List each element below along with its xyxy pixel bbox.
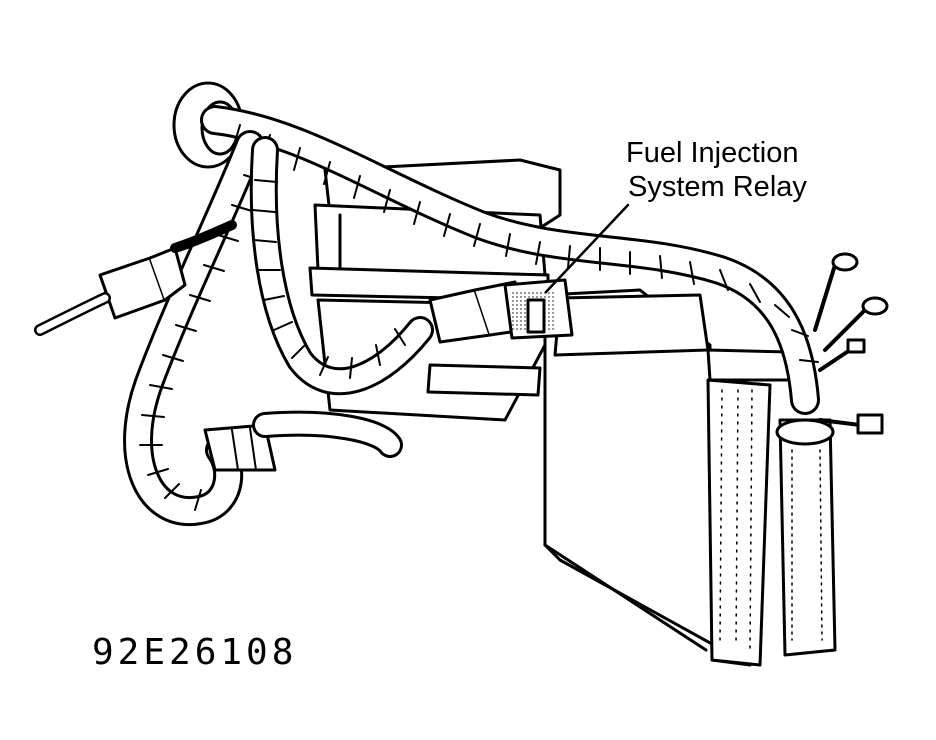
relay-connector — [428, 278, 574, 344]
filter-canister — [775, 418, 837, 657]
harness-lower — [203, 410, 403, 472]
callout-line-1: Fuel Injection — [626, 137, 799, 169]
callout-leader-line — [544, 203, 630, 294]
ring-terminals — [813, 252, 889, 435]
harness-middle — [249, 136, 434, 396]
main-harness-upper — [200, 105, 820, 415]
figure-id: 92E26108 — [92, 632, 298, 673]
relay-callout-label: Fuel Injection System Relay — [626, 136, 807, 204]
callout-line-2: System Relay — [628, 171, 807, 203]
ecu-module — [543, 288, 792, 667]
left-connector — [34, 220, 237, 336]
